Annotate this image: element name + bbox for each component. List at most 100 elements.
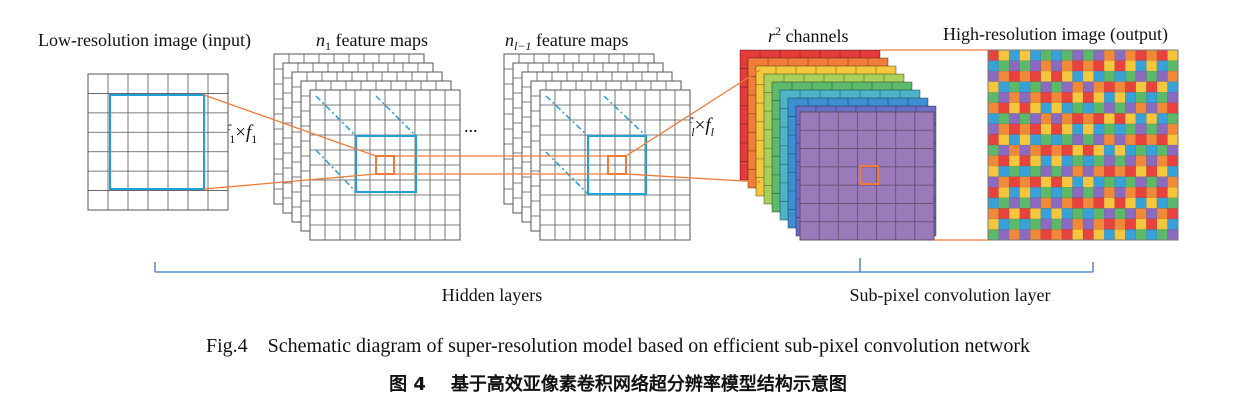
- output-pixel: [1082, 165, 1095, 178]
- output-pixel: [1040, 176, 1052, 188]
- n1-window-edge: [375, 95, 417, 137]
- output-pixel: [998, 218, 1010, 230]
- output-pixel: [1040, 144, 1052, 157]
- output-pixel: [1093, 197, 1105, 209]
- output-pixel: [1029, 134, 1042, 146]
- output-pixel: [1156, 81, 1168, 93]
- output-pixel: [1029, 218, 1042, 230]
- output-pixel: [1019, 81, 1031, 93]
- output-pixel: [1167, 123, 1179, 135]
- output-pixel: [1156, 60, 1168, 72]
- output-pixel: [1082, 49, 1095, 62]
- output-pixel: [1103, 229, 1116, 241]
- output-pixel: [1146, 81, 1158, 93]
- output-pixel: [1167, 102, 1179, 114]
- nl-feature-maps-label: nl−1 feature maps: [505, 30, 628, 53]
- output-pixel: [1040, 155, 1052, 167]
- output-pixel: [1093, 123, 1105, 135]
- nl-window: [587, 135, 647, 195]
- output-pixel: [1135, 197, 1147, 209]
- output-pixel: [1167, 91, 1179, 104]
- output-pixel: [1019, 91, 1031, 104]
- output-pixel: [1093, 186, 1105, 199]
- output-pixel: [1103, 102, 1116, 114]
- output-pixel: [1029, 144, 1042, 157]
- output-pixel: [1040, 186, 1052, 199]
- output-pixel: [1124, 49, 1137, 62]
- output-pixel: [1040, 102, 1052, 114]
- output-pixel: [1072, 60, 1084, 72]
- output-pixel: [1029, 70, 1042, 83]
- output-pixel: [1135, 186, 1147, 199]
- output-pixel: [1040, 197, 1052, 209]
- connection-line: [625, 69, 761, 157]
- output-pixel: [1061, 91, 1073, 104]
- output-pixel: [987, 155, 1000, 167]
- output-pixel: [1103, 186, 1116, 199]
- output-pixel: [1061, 123, 1073, 135]
- output-pixel: [1082, 197, 1095, 209]
- output-pixel: [1019, 165, 1031, 178]
- connection-line: [203, 94, 377, 157]
- output-pixel: [987, 49, 1000, 62]
- output-pixel: [1019, 176, 1031, 188]
- output-pixel: [1114, 123, 1126, 135]
- output-pixel: [1124, 229, 1137, 241]
- output-pixel: [987, 60, 1000, 72]
- output-pixel: [1051, 49, 1063, 62]
- output-pixel: [1146, 113, 1158, 125]
- output-pixel: [1167, 144, 1179, 157]
- output-pixel: [1135, 176, 1147, 188]
- output-pixel: [1040, 70, 1052, 83]
- output-pixel: [1156, 70, 1168, 83]
- output-pixel: [1051, 197, 1063, 209]
- output-pixel: [1051, 218, 1063, 230]
- output-pixel: [1167, 155, 1179, 167]
- output-pixel: [1124, 91, 1137, 104]
- r2-channels-label: r2 channels: [768, 24, 849, 46]
- output-pixel: [1167, 186, 1179, 199]
- output-pixel: [1124, 155, 1137, 167]
- output-pixel: [1114, 60, 1126, 72]
- output-pixel: [1103, 49, 1116, 62]
- nl-window-edge: [603, 95, 647, 137]
- output-pixel: [1029, 49, 1042, 62]
- output-pixel: [1124, 165, 1137, 178]
- output-pixel: [1008, 91, 1021, 104]
- output-pixel: [1051, 144, 1063, 157]
- n1-feature-map-stack: [273, 53, 461, 241]
- output-pixel: [1029, 197, 1042, 209]
- output-pixel: [1156, 197, 1168, 209]
- output-pixel: [1051, 102, 1063, 114]
- output-pixel: [1103, 70, 1116, 83]
- output-pixel: [998, 49, 1010, 62]
- n1-highlight-pixel: [375, 155, 395, 175]
- output-pixel: [1124, 134, 1137, 146]
- connection-lines: [203, 49, 988, 241]
- output-pixel: [1019, 155, 1031, 167]
- output-pixel: [1135, 208, 1147, 220]
- output-pixel: [1082, 91, 1095, 104]
- output-pixel: [1061, 70, 1073, 83]
- output-pixel: [1103, 134, 1116, 146]
- output-pixel: [1051, 134, 1063, 146]
- output-pixel: [1167, 49, 1179, 62]
- output-pixel: [1114, 102, 1126, 114]
- output-pixel: [1103, 81, 1116, 93]
- output-pixel: [1019, 208, 1031, 220]
- output-pixel: [987, 123, 1000, 135]
- output-pixel: [1008, 113, 1021, 125]
- output-pixel: [998, 123, 1010, 135]
- output-pixel: [1051, 229, 1063, 241]
- output-pixel: [1093, 155, 1105, 167]
- output-pixel: [987, 197, 1000, 209]
- output-pixel: [1124, 186, 1137, 199]
- output-pixel: [1114, 113, 1126, 125]
- output-pixel: [1146, 144, 1158, 157]
- output-pixel: [1072, 49, 1084, 62]
- output-pixel: [987, 102, 1000, 114]
- output-pixel: [1124, 70, 1137, 83]
- output-pixel: [987, 229, 1000, 241]
- output-pixel: [1008, 165, 1021, 178]
- output-pixel: [998, 155, 1010, 167]
